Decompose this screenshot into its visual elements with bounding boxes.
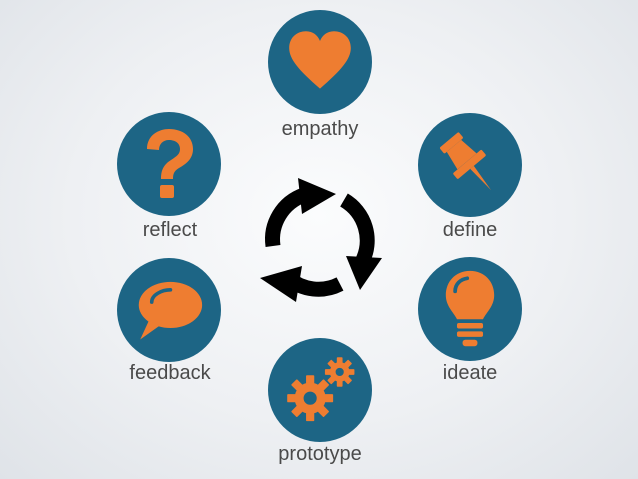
ideate-node: [418, 257, 522, 361]
empathy-label: empathy: [281, 118, 359, 140]
define-node: [418, 113, 522, 217]
define-label: define: [442, 219, 498, 241]
speech-bubble-icon: [138, 281, 203, 340]
feedback-label: feedback: [129, 362, 211, 384]
empathy-node: [268, 10, 372, 114]
feedback-node: [117, 258, 221, 362]
prototype-node: [268, 338, 372, 442]
ideate-label: ideate: [442, 362, 498, 384]
reflect-label: reflect: [142, 219, 198, 241]
gears-icon: [287, 357, 355, 422]
heart-icon: [289, 31, 351, 89]
prototype-label: prototype: [278, 443, 362, 465]
lightbulb-icon: [445, 270, 495, 347]
reflect-node: [117, 112, 221, 216]
cycle-arrows-icon: [260, 178, 382, 302]
question-mark-icon: [147, 129, 193, 198]
pushpin-icon: [440, 132, 492, 191]
